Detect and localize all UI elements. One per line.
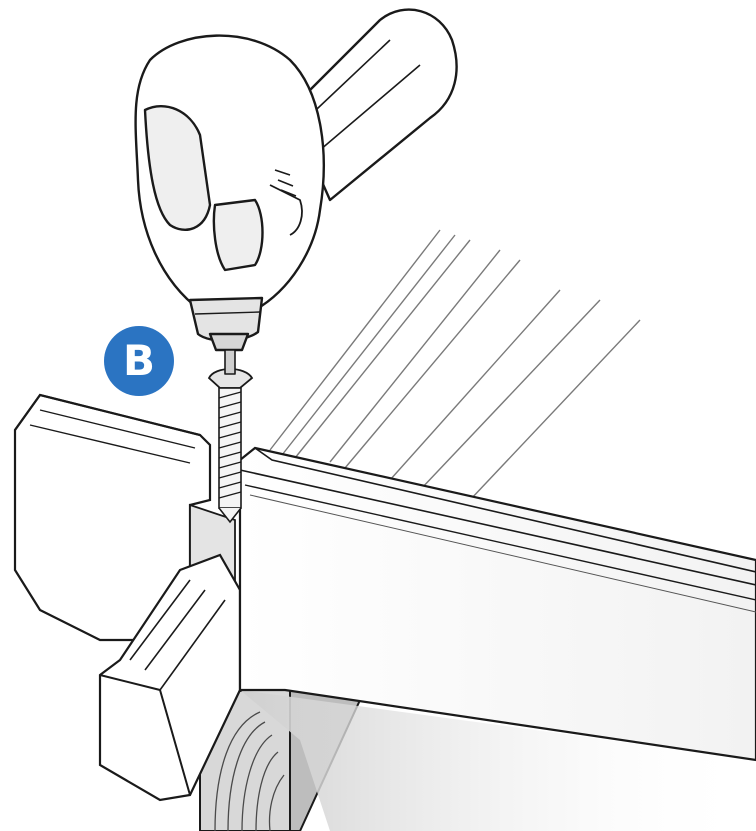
step-badge: B [104,326,174,396]
deck-board [238,446,756,762]
middle-board-end [98,553,242,802]
step-badge-label: B [122,336,155,385]
screw-icon [207,368,254,524]
drill-icon [134,8,458,375]
board-shadow [240,690,756,831]
background-boards [269,229,641,501]
